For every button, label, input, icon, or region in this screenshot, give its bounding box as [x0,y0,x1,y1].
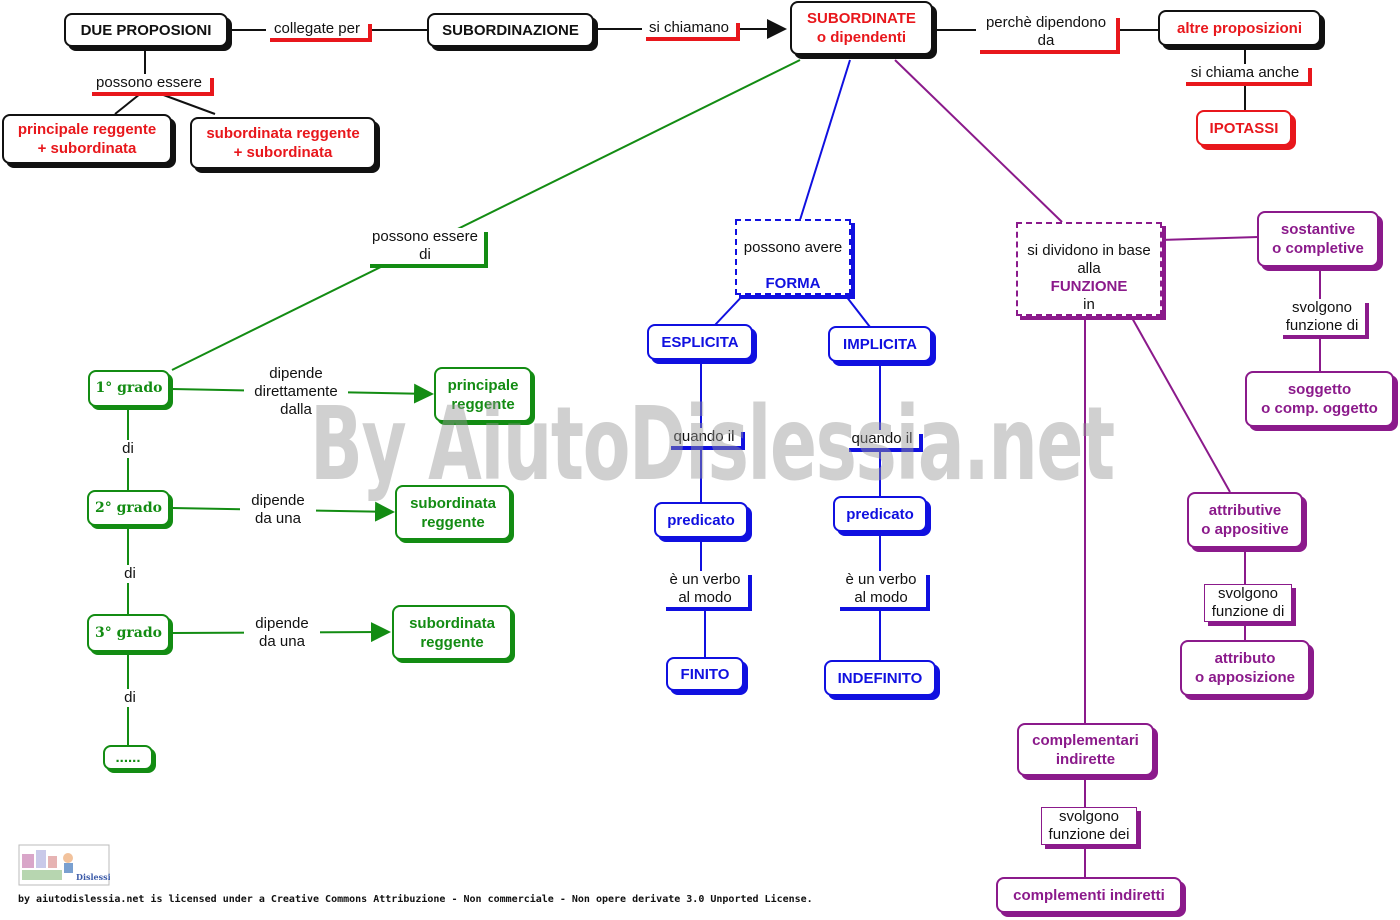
logo-text: Dislessia.net [76,872,110,882]
subordinata-reggente-subordinata-node: subordinata reggente + subordinata [190,117,376,169]
quando-il-label-2: quando il [845,430,919,448]
si-dividono-text: si dividono in base alla [1027,242,1151,277]
predicato-node-2: predicato [833,496,927,532]
possono-avere-text: possono avere [743,239,843,256]
esplicita-node: ESPLICITA [647,324,753,360]
funzione-text: FUNZIONE [1050,278,1128,295]
perche-dipendono-label: perchè dipendono da [976,14,1116,50]
grado-more-node: ...... [103,745,153,770]
si-chiamano-label: si chiamano [642,19,736,37]
dipende-da-una-label-2: dipende da una [244,615,320,651]
due-proposizioni-node: DUE PROPOSIONI [64,13,228,47]
collegate-per-label: collegate per [266,20,368,38]
sostantive-node: sostantive o completive [1257,211,1379,267]
possono-avere-forma-label: possono avere FORMA [735,219,851,295]
dipende-da-una-label-1: dipende da una [240,492,316,528]
ipotassi-node: IPOTASSI [1196,110,1292,146]
subordinata-reggente-node-2: subordinata reggente [395,485,511,540]
svolgono-funzione-di-label-2: svolgono funzione di [1204,584,1292,622]
verbo-modo-label-2: è un verbo al modo [836,571,926,607]
subordinata-reggente-node-3: subordinata reggente [392,605,512,660]
subordinate-node: SUBORDINATE o dipendenti [790,1,933,55]
altre-proposizioni-node: altre proposizioni [1158,10,1321,46]
di-label-2: di [118,565,142,583]
subordinazione-node: SUBORDINAZIONE [427,13,594,47]
svolgono-funzione-dei-label: svolgono funzione dei [1041,807,1137,845]
attributive-node: attributive o appositive [1187,492,1303,548]
verbo-modo-label-1: è un verbo al modo [662,571,748,607]
soggetto-node: soggetto o comp. oggetto [1245,371,1394,427]
complementi-indiretti-node: complementi indiretti [996,877,1182,913]
possono-essere-di-label: possono essere di [366,228,484,264]
grado-3-node: 3° grado [87,614,170,652]
complementari-node: complementari indirette [1017,723,1154,776]
aiutodislessia-logo-icon: Dislessia.net [18,844,110,886]
grado-1-node: 1° grado [88,370,170,407]
si-dividono-funzione-label: si dividono in base alla FUNZIONE in [1016,222,1162,316]
forma-text: FORMA [765,275,821,292]
license-footer: by aiutodislessia.net is licensed under … [18,894,813,905]
implicita-node: IMPLICITA [828,326,932,362]
possono-essere-top-label: possono essere [88,74,210,92]
si-chiama-anche-label: si chiama anche [1182,64,1308,82]
svolgono-funzione-di-label-1: svolgono funzione di [1279,299,1365,335]
di-label-3: di [118,689,142,707]
in-text: in [1083,296,1095,313]
dipende-direttamente-label: dipende direttamente dalla [244,365,348,419]
finito-node: FINITO [666,657,744,691]
attributo-node: attributo o apposizione [1180,640,1310,696]
quando-il-label-1: quando il [667,428,741,446]
grado-2-node: 2° grado [87,490,170,526]
principale-reggente-subordinata-node: principale reggente + subordinata [2,114,172,164]
indefinito-node: INDEFINITO [824,660,936,696]
watermark: By AiutoDislessia.net [310,385,1115,504]
predicato-node-1: predicato [654,502,748,538]
principale-reggente-node: principale reggente [434,367,532,422]
di-label-1: di [116,440,140,458]
